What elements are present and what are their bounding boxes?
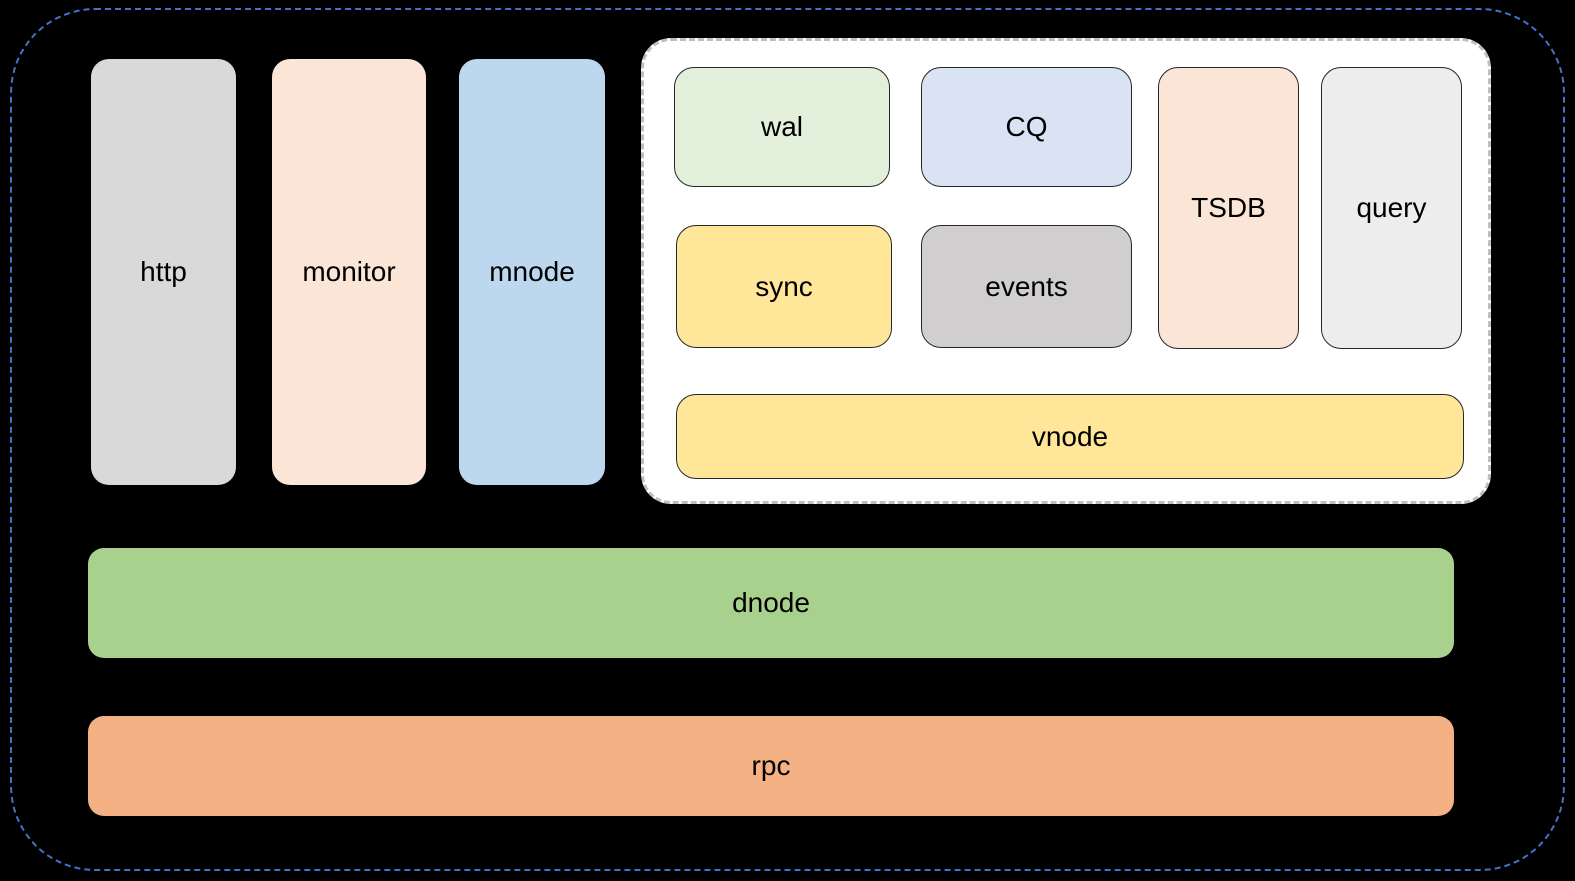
box-events: events (921, 225, 1132, 348)
box-http: http (91, 59, 236, 485)
box-vnode: vnode (676, 394, 1464, 479)
box-wal: wal (674, 67, 890, 187)
box-mnode: mnode (459, 59, 605, 485)
dashed-outline (10, 8, 1565, 871)
box-sync: sync (676, 225, 892, 348)
box-query: query (1321, 67, 1462, 349)
box-monitor: monitor (272, 59, 426, 485)
box-cq: CQ (921, 67, 1132, 187)
layer-dnode: dnode (88, 548, 1454, 658)
box-tsdb: TSDB (1158, 67, 1299, 349)
vnode-group-container: wal CQ sync events TSDB query vnode (641, 38, 1491, 504)
layer-rpc: rpc (88, 716, 1454, 816)
